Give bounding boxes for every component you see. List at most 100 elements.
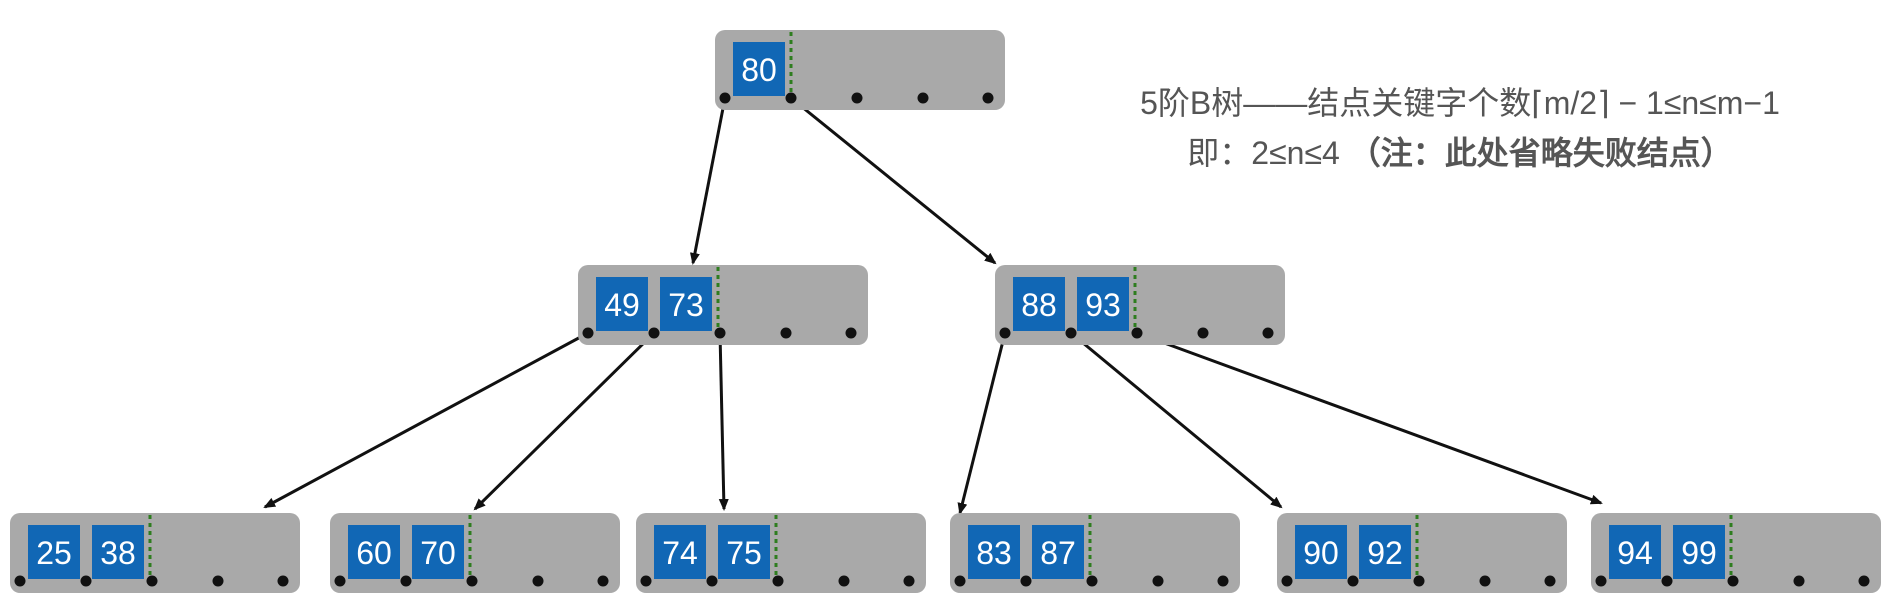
key-box <box>1032 525 1084 579</box>
child-pointer-dot <box>706 575 718 587</box>
key-label: 70 <box>420 535 456 571</box>
node-box <box>10 513 300 593</box>
key-label: 60 <box>356 535 392 571</box>
leaf-node: 74 75 <box>636 513 926 593</box>
child-pointer-arrow <box>957 332 1007 515</box>
leaf-node: 25 38 <box>10 513 300 593</box>
key-label: 92 <box>1367 535 1403 571</box>
node-box <box>1591 513 1881 593</box>
child-pointer-dot <box>640 575 652 587</box>
leaf-node: 90 92 <box>1277 513 1567 593</box>
node-box <box>636 513 926 593</box>
key-box <box>733 42 785 96</box>
child-pointer-dot <box>212 575 224 587</box>
child-pointer-arrow <box>1136 331 1603 505</box>
child-pointer-dot <box>648 327 660 339</box>
child-pointer-dot <box>1262 327 1274 339</box>
key-label: 94 <box>1617 535 1653 571</box>
key-box <box>1609 525 1661 579</box>
child-pointer-dot <box>532 575 544 587</box>
child-pointer-dot <box>1131 327 1143 339</box>
key-label: 88 <box>1021 287 1057 323</box>
child-pointer-dot <box>999 327 1011 339</box>
child-pointer-dot <box>772 575 784 587</box>
child-pointer-dot <box>1479 575 1491 587</box>
child-pointer-dot <box>719 92 731 104</box>
child-pointer-arrow <box>689 97 727 265</box>
child-pointer-dot <box>400 575 412 587</box>
child-pointer-dot <box>597 575 609 587</box>
key-box <box>1013 277 1065 331</box>
key-label: 74 <box>662 535 698 571</box>
child-pointer-dot <box>1020 575 1032 587</box>
key-box <box>28 525 80 579</box>
child-pointer-dot <box>1197 327 1209 339</box>
child-pointer-arrow <box>473 331 656 511</box>
node-box <box>950 513 1240 593</box>
key-box <box>1295 525 1347 579</box>
node-box <box>578 265 868 345</box>
key-label: 80 <box>741 52 777 88</box>
key-label: 83 <box>976 535 1012 571</box>
child-pointer-dot <box>1858 575 1870 587</box>
annotation-line1: 5阶B树——结点关键字个数⌈m/2⌉ − 1≤n≤m−1 <box>1140 85 1780 121</box>
child-pointer-dot <box>1152 575 1164 587</box>
key-label: 25 <box>36 535 72 571</box>
level1-node: 88 93 <box>995 265 1285 345</box>
key-box <box>412 525 464 579</box>
child-pointer-dot <box>1727 575 1739 587</box>
key-box <box>92 525 144 579</box>
child-pointer-dot <box>146 575 158 587</box>
key-box <box>348 525 400 579</box>
key-label: 73 <box>668 287 704 323</box>
key-box <box>968 525 1020 579</box>
key-box <box>1077 277 1129 331</box>
key-label: 87 <box>1040 535 1076 571</box>
child-pointer-arrow <box>1070 331 1283 509</box>
key-label: 90 <box>1303 535 1339 571</box>
child-pointer-dot <box>582 327 594 339</box>
node-box <box>995 265 1285 345</box>
child-pointer-dot <box>1217 575 1229 587</box>
key-box <box>1359 525 1411 579</box>
leaf-node: 94 99 <box>1591 513 1881 593</box>
level1-node: 49 73 <box>578 265 868 345</box>
key-label: 38 <box>100 535 136 571</box>
child-pointer-dot <box>838 575 850 587</box>
child-pointer-dot <box>14 575 26 587</box>
child-pointer-dot <box>1413 575 1425 587</box>
child-pointer-dot <box>954 575 966 587</box>
child-pointer-dot <box>466 575 478 587</box>
key-label: 99 <box>1681 535 1717 571</box>
child-pointer-arrow <box>790 96 997 265</box>
key-label: 49 <box>604 287 640 323</box>
key-box <box>596 277 648 331</box>
child-pointer-dot <box>1086 575 1098 587</box>
key-box <box>718 525 770 579</box>
key-label: 93 <box>1085 287 1121 323</box>
child-pointer-dot <box>334 575 346 587</box>
child-pointer-dot <box>1347 575 1359 587</box>
child-pointer-dot <box>1661 575 1673 587</box>
node-box <box>330 513 620 593</box>
child-pointer-dot <box>785 92 797 104</box>
b-tree-count-note: 即：2≤n≤4 （注：此处省略失败结点） <box>1050 128 1870 174</box>
key-box <box>654 525 706 579</box>
child-pointer-dot <box>982 92 994 104</box>
child-pointer-dot <box>845 327 857 339</box>
child-pointer-dot <box>1793 575 1805 587</box>
child-pointer-dot <box>80 575 92 587</box>
key-label: 75 <box>726 535 762 571</box>
child-pointer-dot <box>780 327 792 339</box>
child-pointer-arrow <box>263 331 589 509</box>
annotation-line2-prefix: 即：2≤n≤4 <box>1187 135 1349 171</box>
child-pointer-arrow <box>718 332 729 511</box>
child-pointer-dot <box>903 575 915 587</box>
node-box <box>1277 513 1567 593</box>
child-pointer-dot <box>1544 575 1556 587</box>
root-node: 80 <box>715 30 1005 110</box>
key-box <box>660 277 712 331</box>
key-box <box>1673 525 1725 579</box>
